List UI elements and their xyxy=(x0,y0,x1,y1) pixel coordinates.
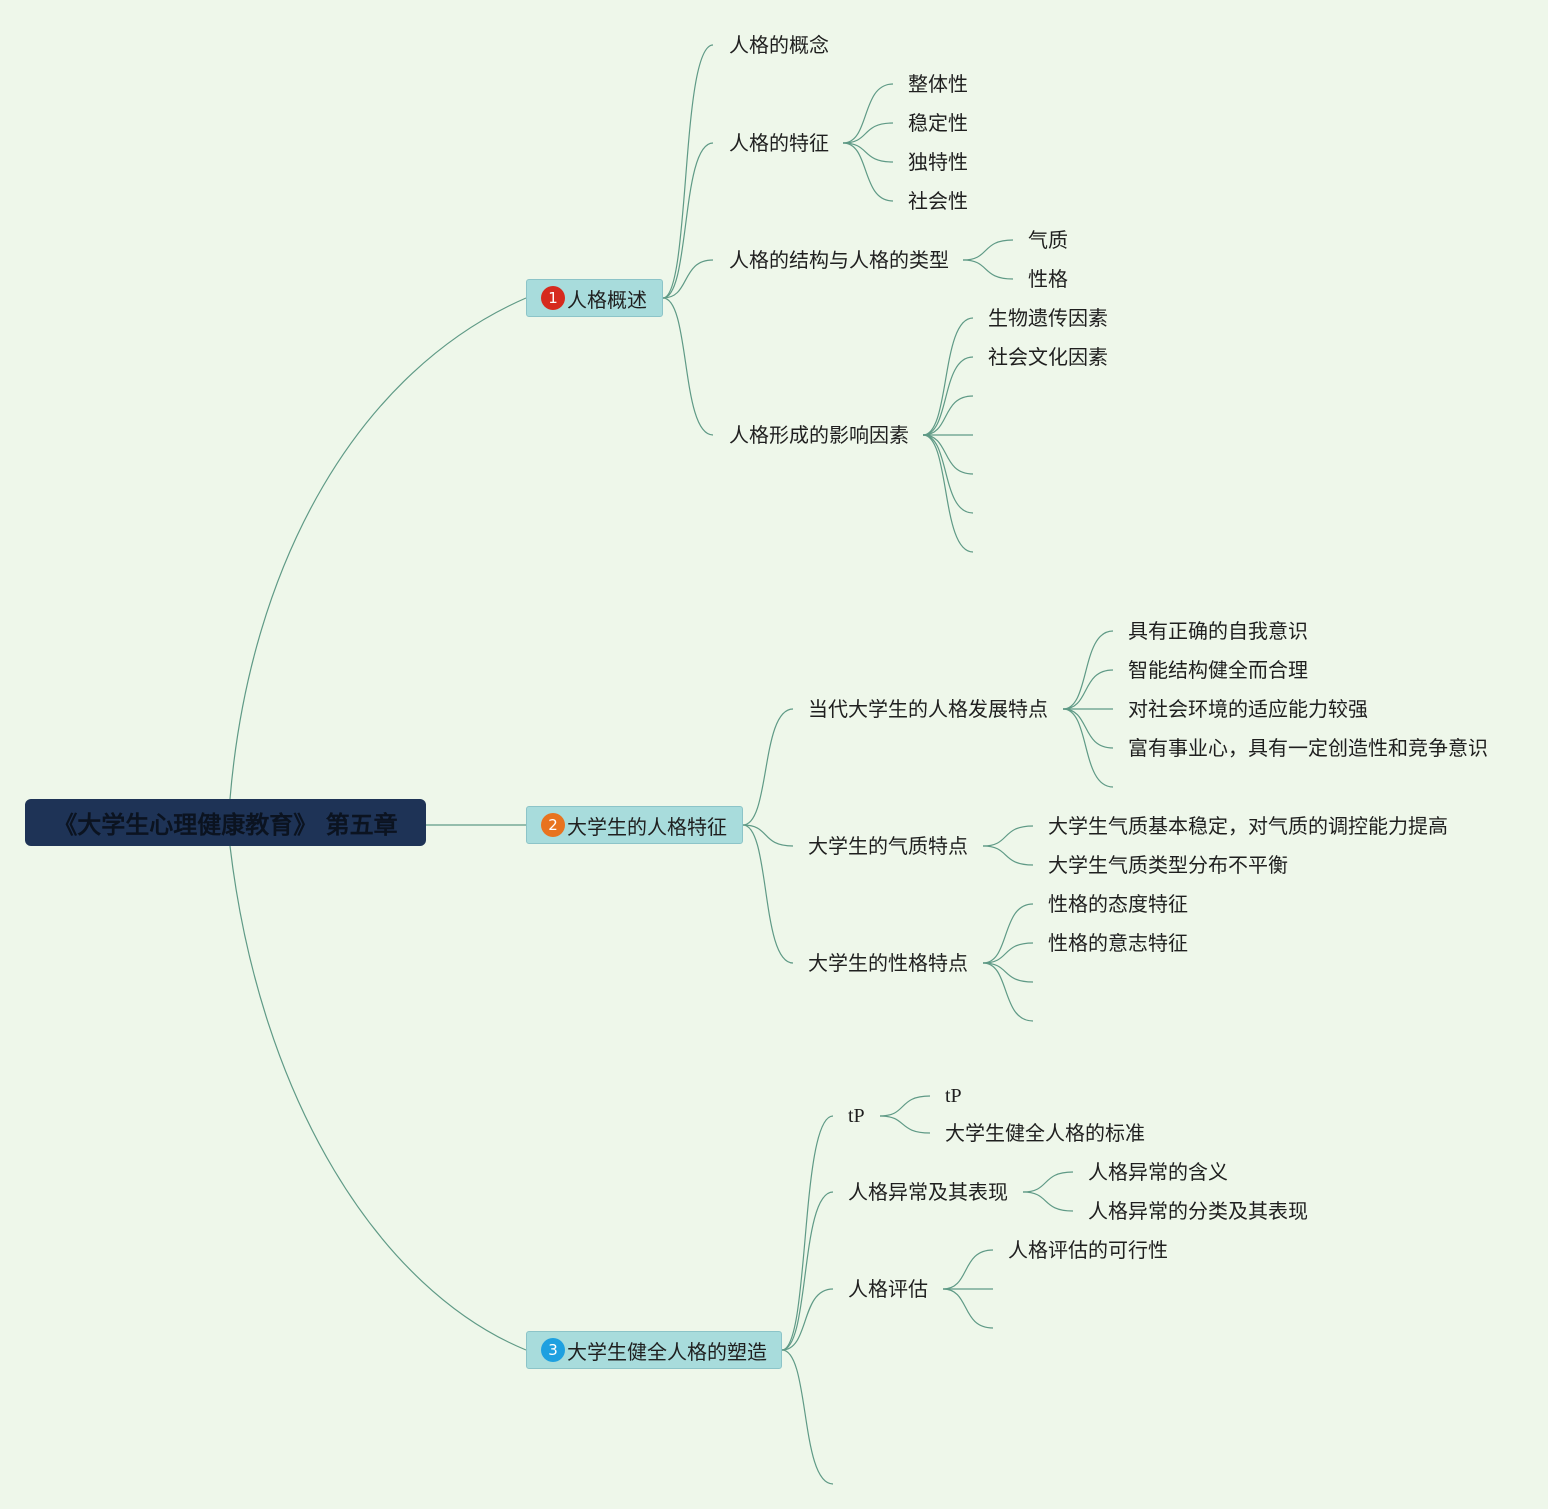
root-node[interactable]: 《大学生心理健康教育》 第五章 xyxy=(25,799,426,846)
branch-structure xyxy=(962,239,1014,261)
topic-label: 人格概述 xyxy=(567,287,647,312)
branch-topic-3 xyxy=(781,1288,834,1351)
node-temperament-features[interactable]: 大学生的气质特点 xyxy=(808,834,968,858)
branch-development xyxy=(1062,669,1114,710)
branch-topic-3 xyxy=(781,1115,834,1351)
root-label: 《大学生心理健康教育》 第五章 xyxy=(53,811,398,839)
branch-factors xyxy=(922,434,974,514)
topic-student-personality-traits[interactable]: 2 大学生的人格特征 xyxy=(526,806,743,844)
branch-factors xyxy=(922,434,974,553)
leaf-feature[interactable]: 稳定性 xyxy=(908,111,968,135)
topic-healthy-personality-shaping[interactable]: 3 大学生健全人格的塑造 xyxy=(526,1331,782,1369)
number-badge-3: 3 xyxy=(541,1338,565,1362)
leaf-assessment-item[interactable]: 人格评估的可行性 xyxy=(1008,1238,1168,1262)
leaf-feature[interactable]: 整体性 xyxy=(908,72,968,96)
leaf-structure-item[interactable]: 气质 xyxy=(1028,228,1068,252)
node-personality-abnormality[interactable]: 人格异常及其表现 xyxy=(848,1180,1008,1204)
branch-character xyxy=(982,962,1034,983)
branch-features xyxy=(842,142,894,163)
branch-features xyxy=(842,142,894,202)
branch-temperament xyxy=(982,825,1034,847)
node-personality-features[interactable]: 人格的特征 xyxy=(729,131,829,155)
branch-topic-2 xyxy=(742,824,794,964)
branch-factors xyxy=(922,356,974,436)
branch-abnormality xyxy=(1022,1171,1074,1193)
leaf-development-item[interactable]: 智能结构健全而合理 xyxy=(1128,658,1308,682)
branch-assessment xyxy=(942,1288,994,1329)
leaf-factor[interactable]: 生物遗传因素 xyxy=(988,306,1108,330)
leaf-abnormality-item[interactable]: 人格异常的分类及其表现 xyxy=(1088,1199,1308,1223)
branch-factors xyxy=(922,395,974,436)
node-structure-and-types[interactable]: 人格的结构与人格的类型 xyxy=(729,248,949,272)
leaf-development-item[interactable]: 对社会环境的适应能力较强 xyxy=(1128,697,1368,721)
leaf-abnormality-item[interactable]: 人格异常的含义 xyxy=(1088,1160,1228,1184)
number-badge-1: 1 xyxy=(541,286,565,310)
branch-topic-1 xyxy=(662,44,714,299)
node-personality-assessment[interactable]: 人格评估 xyxy=(848,1277,928,1301)
leaf-factor[interactable]: 社会文化因素 xyxy=(988,345,1108,369)
branch-abnormality xyxy=(1022,1191,1074,1212)
branch-development xyxy=(1062,708,1114,788)
topic-personality-overview[interactable]: 1 人格概述 xyxy=(526,279,663,317)
branch-factors xyxy=(922,317,974,436)
leaf-tp[interactable]: tP xyxy=(945,1085,962,1107)
branch-development xyxy=(1062,630,1114,710)
branch-character xyxy=(982,903,1034,964)
topic-label: 大学生的人格特征 xyxy=(567,814,727,839)
branch-character xyxy=(982,942,1034,964)
branch-topic-1 xyxy=(662,259,714,299)
branch-factors xyxy=(922,434,974,475)
branch-tp xyxy=(879,1095,931,1117)
node-character-features[interactable]: 大学生的性格特点 xyxy=(808,951,968,975)
branch-topic-2 xyxy=(742,824,794,847)
branch-assessment xyxy=(942,1249,994,1290)
branch-tp xyxy=(879,1115,931,1134)
branch-temperament xyxy=(982,845,1034,866)
number-badge-2: 2 xyxy=(541,813,565,837)
node-development-features[interactable]: 当代大学生的人格发展特点 xyxy=(808,697,1048,721)
branch-features xyxy=(842,122,894,144)
leaf-temperament-item[interactable]: 大学生气质类型分布不平衡 xyxy=(1048,853,1288,877)
leaf-feature[interactable]: 社会性 xyxy=(908,189,968,213)
branch-development xyxy=(1062,708,1114,749)
leaf-structure-item[interactable]: 性格 xyxy=(1028,267,1068,291)
root-link-topic-3 xyxy=(229,845,527,1351)
leaf-development-item[interactable]: 富有事业心，具有一定创造性和竞争意识 xyxy=(1128,736,1488,760)
branch-topic-2 xyxy=(742,708,794,826)
branch-topic-3 xyxy=(781,1191,834,1351)
branch-topic-1 xyxy=(662,297,714,436)
branch-features xyxy=(842,83,894,144)
leaf-healthy-standard[interactable]: 大学生健全人格的标准 xyxy=(945,1121,1145,1145)
topic-label: 大学生健全人格的塑造 xyxy=(567,1339,767,1364)
branch-character xyxy=(982,962,1034,1022)
branch-topic-3 xyxy=(781,1349,834,1485)
node-formation-factors[interactable]: 人格形成的影响因素 xyxy=(729,423,909,447)
leaf-development-item[interactable]: 具有正确的自我意识 xyxy=(1128,619,1308,643)
branch-structure xyxy=(962,259,1014,280)
branch-topic-1 xyxy=(662,142,714,299)
leaf-character-item[interactable]: 性格的意志特征 xyxy=(1048,931,1188,955)
leaf-temperament-item[interactable]: 大学生气质基本稳定，对气质的调控能力提高 xyxy=(1048,814,1448,838)
node-personality-concept[interactable]: 人格的概念 xyxy=(729,33,829,57)
node-tp[interactable]: tP xyxy=(848,1105,865,1127)
root-link-topic-1 xyxy=(229,297,527,800)
leaf-feature[interactable]: 独特性 xyxy=(908,150,968,174)
leaf-character-item[interactable]: 性格的态度特征 xyxy=(1048,892,1188,916)
